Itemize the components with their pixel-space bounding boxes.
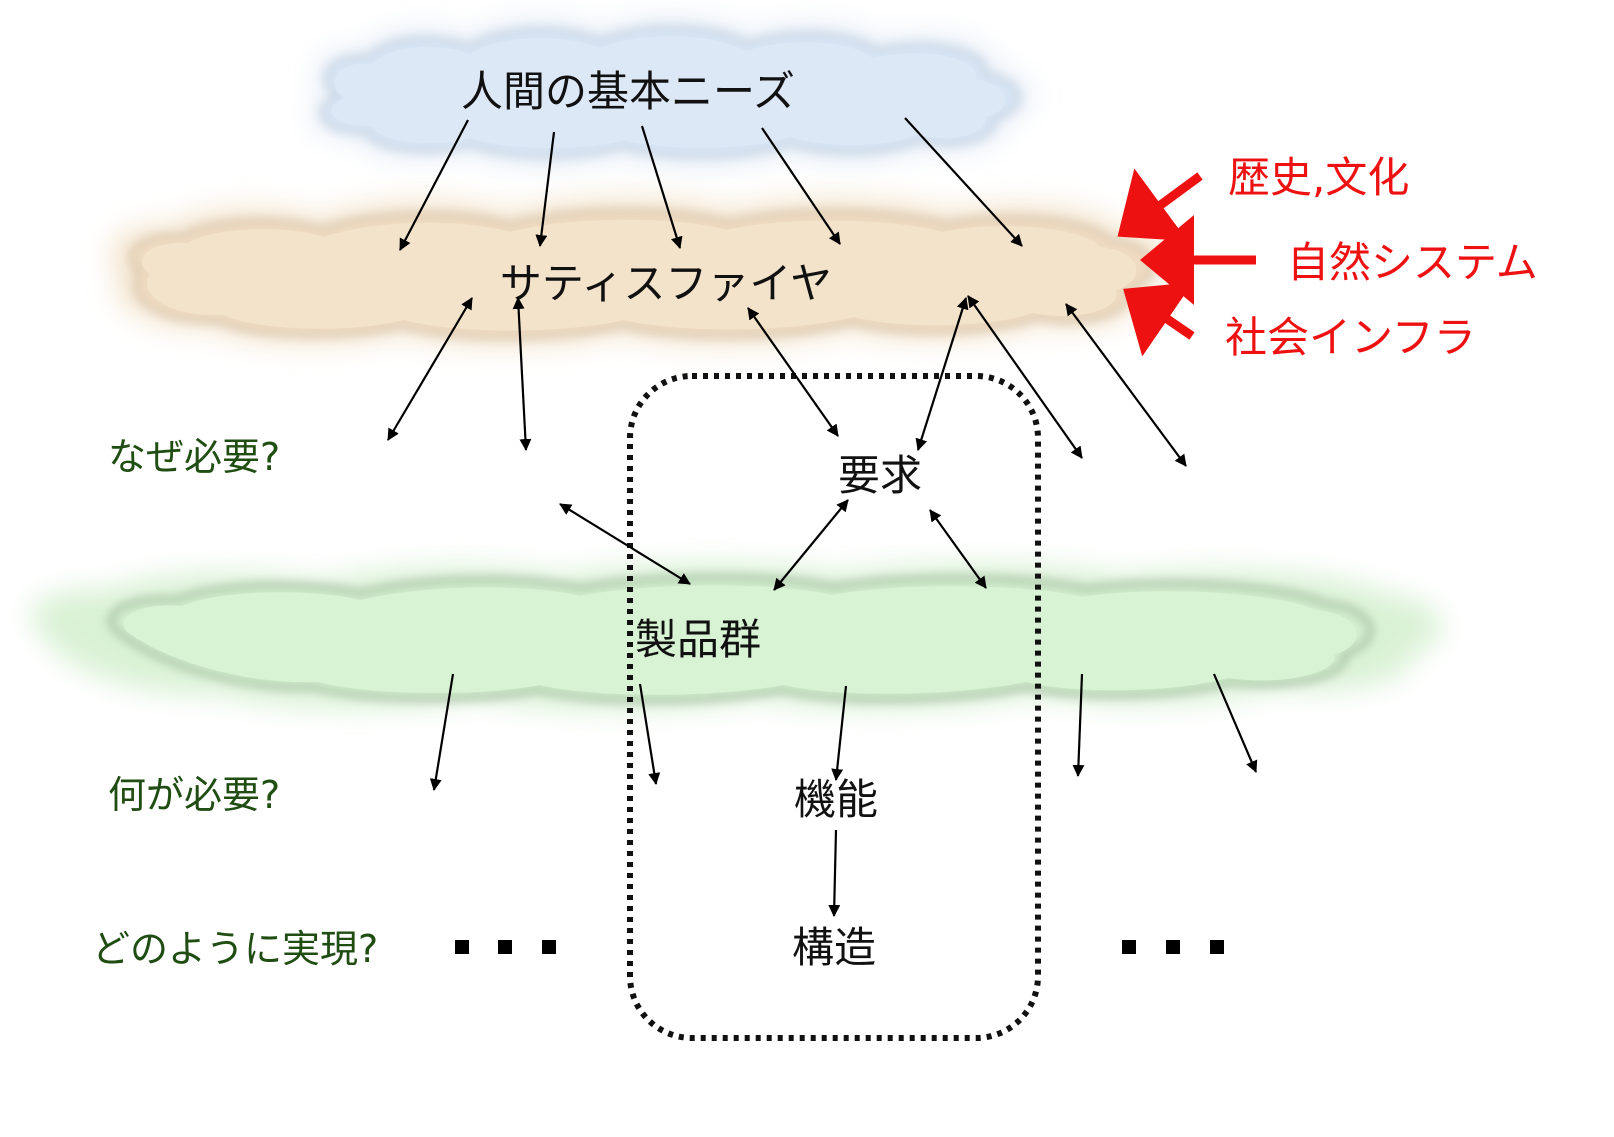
middle-to-products-arrows — [559, 499, 987, 591]
history-arrow — [1117, 168, 1203, 241]
products-label: 製品群 — [635, 615, 761, 664]
satisfier-to-middle-arrows — [387, 295, 1187, 467]
dotted-focus-box — [627, 373, 1041, 1041]
function-label: 機能 — [794, 775, 878, 824]
products-to-functions-arrows — [429, 673, 1258, 791]
requirement-label: 要求 — [838, 451, 922, 500]
natural-system-label: 自然システム — [1287, 238, 1538, 287]
satisfier-label: サティスファイヤ — [500, 259, 832, 308]
infra-arrow — [1123, 282, 1195, 357]
function-to-structure-arrow — [828, 829, 841, 917]
social-infra-label: 社会インフラ — [1225, 313, 1476, 362]
right-ellipsis — [1122, 940, 1224, 954]
needs-to-satisfier-arrows — [399, 117, 1023, 251]
needs-label: 人間の基本ニーズ — [461, 67, 795, 116]
structure-label: 構造 — [792, 923, 876, 972]
history-culture-label: 歴史,文化 — [1228, 153, 1409, 202]
needs-cloud: 人間の基本ニーズ — [310, 18, 1033, 166]
products-cloud: 製品群 — [29, 563, 1443, 710]
why-question: なぜ必要? — [108, 435, 280, 479]
satisfier-cloud: サティスファイヤ — [110, 198, 1169, 346]
how-question: どのように実現? — [92, 927, 378, 971]
left-ellipsis — [455, 940, 556, 954]
what-question: 何が必要? — [108, 773, 280, 817]
